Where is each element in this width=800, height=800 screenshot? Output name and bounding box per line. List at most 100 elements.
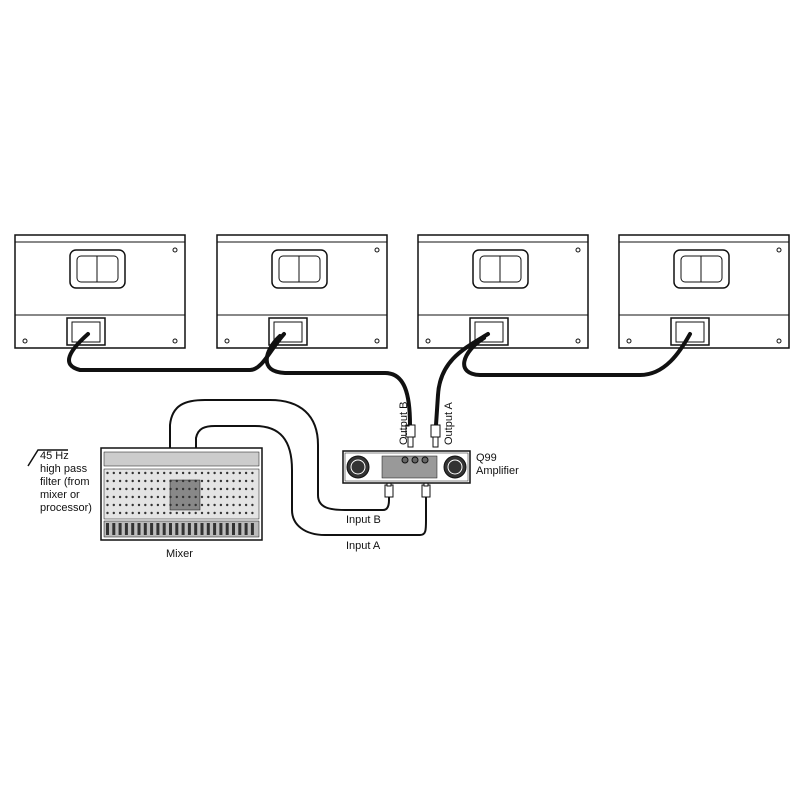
mixer-knob <box>238 503 241 507</box>
mixer-knob <box>200 471 204 475</box>
mixer-knob <box>194 487 197 491</box>
output-a-plug <box>430 424 441 438</box>
mixer-knob <box>181 495 185 499</box>
mixer-knob <box>137 503 141 507</box>
mixer-knob <box>188 503 191 507</box>
mixer-knob <box>207 479 210 483</box>
mixer-fader <box>213 523 217 535</box>
mixer-knob <box>232 503 235 507</box>
mixer-fader <box>225 523 229 535</box>
mixer-knob <box>219 495 223 499</box>
mixer-knob <box>232 471 235 475</box>
mixer-knob <box>175 487 178 491</box>
mixer-knob <box>238 487 241 491</box>
mixer-knob <box>144 495 147 499</box>
mixer-knob <box>200 495 204 499</box>
mixer-knob <box>207 511 210 515</box>
filter-line: filter (from <box>40 476 90 488</box>
mixer-knob <box>232 511 235 515</box>
mixer-knob <box>244 495 248 499</box>
mixer-fader <box>200 523 204 535</box>
mixer-knob <box>169 487 172 491</box>
mixer-knob <box>112 487 116 491</box>
mixer-fader <box>219 523 223 535</box>
mixer-fader <box>250 523 254 535</box>
cable-input-b <box>169 399 390 511</box>
mixer-knob <box>181 479 185 483</box>
mixer-knob <box>213 479 216 483</box>
mixer-knob <box>106 471 109 475</box>
mixer-knob <box>219 471 223 475</box>
mixer-knob <box>112 471 116 475</box>
mixer-knob <box>106 495 109 499</box>
mixer-knob <box>112 495 116 499</box>
mixer-knob <box>125 511 128 515</box>
mixer-knob <box>219 487 223 491</box>
mixer-knob <box>125 471 128 475</box>
mixer-knob <box>244 503 248 507</box>
mixer-knob <box>219 511 223 515</box>
speaker-3 <box>417 234 589 349</box>
mixer-knob <box>150 471 153 475</box>
mixer-knob <box>106 503 109 507</box>
mixer-knob <box>156 487 160 491</box>
input-b-label: Input B <box>346 514 381 526</box>
mixer-knob <box>194 495 197 499</box>
mixer-knob <box>156 479 160 483</box>
mixer-knob <box>200 511 204 515</box>
input-a-label: Input A <box>346 540 381 552</box>
output-b-label: Output B <box>398 401 410 445</box>
mixer-fader <box>156 523 160 535</box>
mixer-knob <box>156 503 160 507</box>
mixer-knob <box>188 511 191 515</box>
mixer-fader <box>244 523 248 535</box>
mixer-knob <box>163 495 166 499</box>
mixer-knob <box>137 479 141 483</box>
mixer-knob <box>181 487 185 491</box>
mixer-knob <box>226 503 229 507</box>
mixer-knob <box>238 495 241 499</box>
mixer-knob <box>200 479 204 483</box>
mixer-knob <box>251 479 254 483</box>
mixer-knob <box>106 511 109 515</box>
mixer-knob <box>118 511 122 515</box>
mixer-knob <box>232 495 235 499</box>
filter-line: 45 Hz <box>40 450 69 462</box>
mixer-knob <box>125 479 128 483</box>
mixer-knob <box>118 487 122 491</box>
mixer-knob <box>137 511 141 515</box>
filter-line: high pass <box>40 463 88 475</box>
mixer-knob <box>125 503 128 507</box>
filter-slope-icon <box>27 449 68 467</box>
mixer-knob <box>112 503 116 507</box>
mixer-knob <box>188 471 191 475</box>
mixer-fader <box>150 523 154 535</box>
mixer-fader <box>169 523 172 535</box>
mixer-knob <box>232 479 235 483</box>
mixer-knob <box>150 487 153 491</box>
mixer-knob <box>200 503 204 507</box>
mixer-knob <box>125 495 128 499</box>
mixer-knob <box>156 495 160 499</box>
mixer-knob <box>106 487 109 491</box>
mixer-knob <box>244 471 248 475</box>
mixer-knob <box>188 479 191 483</box>
mixer-knob <box>163 503 166 507</box>
mixer-fader <box>206 523 210 535</box>
mixer-knob <box>238 471 241 475</box>
mixer-knob <box>169 479 172 483</box>
mixer-knob <box>131 479 134 483</box>
mixer-knob <box>131 495 134 499</box>
mixer-knob <box>150 511 153 515</box>
mixer-fader <box>118 523 122 535</box>
speaker-1 <box>14 234 186 349</box>
cable-speaker1-to-speaker2 <box>67 332 286 372</box>
speaker-4 <box>618 234 790 349</box>
mixer-knob <box>226 511 229 515</box>
mixer-knob <box>251 487 254 491</box>
mixer-knob <box>169 471 172 475</box>
mixer-knob <box>112 479 116 483</box>
mixer-knob <box>137 487 141 491</box>
mixer-knob <box>194 471 197 475</box>
input-b-plug <box>384 484 394 498</box>
